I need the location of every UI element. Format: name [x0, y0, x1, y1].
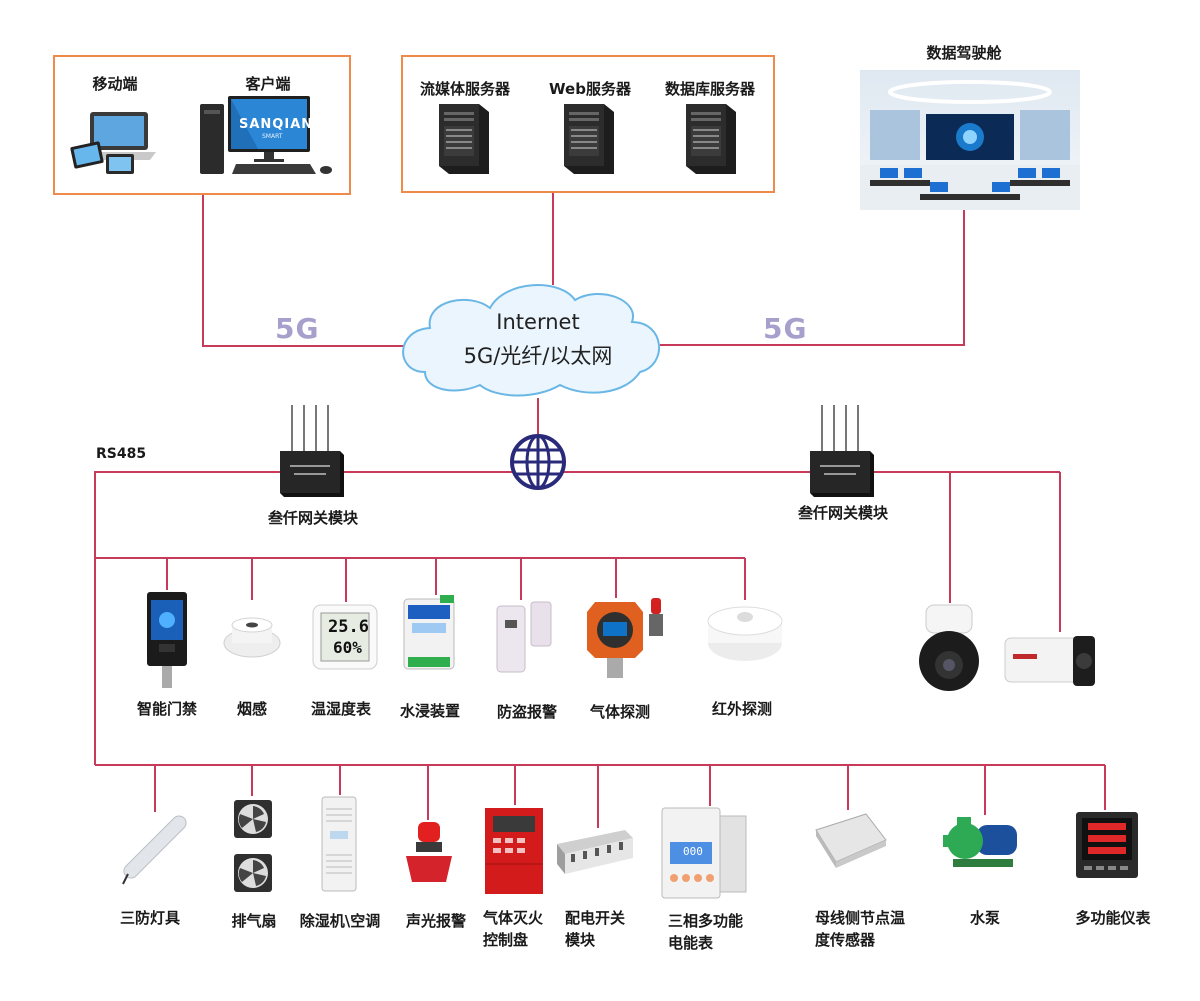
- infrared-detector-icon: [707, 606, 783, 661]
- gateway-left-label: 叁仟网关模块: [267, 509, 359, 527]
- actuator-label-lamp: 三防灯具: [119, 909, 181, 927]
- tri-proof-lamp-icon: [122, 815, 187, 885]
- cloud-line2: 5G/光纤/以太网: [463, 344, 613, 368]
- link-label-right: 5G: [763, 312, 808, 345]
- sensor-label-gas: 气体探测: [589, 703, 651, 721]
- meter-lcd-readout: 000: [683, 845, 703, 858]
- actuator-label-busbar: 母线侧节点温度传感器: [815, 909, 906, 949]
- burglar-alarm-icon: [496, 601, 552, 673]
- streaming-server-icon: [439, 104, 489, 174]
- sound-light-alarm-icon: [406, 822, 452, 882]
- cloud-line1: Internet: [496, 310, 580, 334]
- mobile-label: 移动端: [92, 75, 138, 93]
- access-control-icon: [147, 592, 187, 688]
- data-cockpit-image: [860, 70, 1080, 210]
- exhaust-fan-icon: [234, 800, 272, 892]
- sensor-label-smoke: 烟感: [236, 700, 268, 718]
- three-phase-meter-icon: [661, 807, 747, 899]
- wire-client-to-cloud: [202, 195, 420, 347]
- actuator-label-switch: 配电开关模块: [565, 909, 626, 949]
- sensor-label-water: 水浸装置: [399, 702, 461, 720]
- db-server-label: 数据库服务器: [664, 80, 756, 98]
- gas-extinguishing-panel-icon: [485, 808, 543, 894]
- desktop-client-icon: [200, 96, 332, 174]
- wire-rs485-bus: [94, 471, 1060, 765]
- multifunction-meter-icon: [1076, 812, 1138, 878]
- sensor-label-thermo: 温湿度表: [310, 700, 372, 718]
- cockpit-label: 数据驾驶舱: [926, 44, 1002, 62]
- web-server-label: Web服务器: [549, 80, 631, 98]
- client-label: 客户端: [245, 75, 291, 93]
- web-server-icon: [564, 104, 614, 174]
- monitor-brand-text: SANQIAN: [239, 117, 314, 132]
- actuator-label-ac: 除湿机\空调: [299, 912, 381, 930]
- bullet-camera-icon: [1004, 636, 1095, 686]
- sensor-label-burglar: 防盗报警: [496, 703, 558, 721]
- gateway-right-label: 叁仟网关模块: [797, 504, 889, 522]
- water-leak-sensor-icon: [403, 595, 455, 670]
- actuator-label-alarm: 声光报警: [405, 912, 467, 930]
- gas-detector-icon: [587, 598, 663, 678]
- actuator-label-multimeter: 多功能仪表: [1075, 909, 1151, 927]
- actuator-label-panel: 气体灭火控制盘: [483, 909, 544, 949]
- internet-globe-icon: [510, 434, 566, 490]
- monitor-sub-text: SMART: [262, 133, 283, 140]
- actuator-label-fan: 排气扇: [231, 912, 277, 930]
- sensor-label-access: 智能门禁: [136, 700, 198, 718]
- thermo-humidity-readout: 60%: [333, 638, 362, 657]
- thermo-hygrometer-icon: [312, 604, 378, 670]
- link-label-left: 5G: [275, 312, 320, 345]
- water-pump-icon: [943, 817, 1017, 867]
- distribution-switch-icon: [557, 830, 633, 874]
- thermo-temp-readout: 25.6: [328, 617, 369, 637]
- dome-camera-icon: [919, 604, 979, 691]
- rs485-label: RS485: [96, 446, 147, 462]
- actuator-label-meter: 三相多功能电能表: [668, 912, 744, 952]
- busbar-temp-sensor-icon: [815, 813, 887, 868]
- internet-cloud: [402, 284, 661, 397]
- gateway-right-icon: [810, 405, 874, 497]
- db-server-icon: [686, 104, 736, 174]
- smoke-detector-icon: [223, 617, 281, 658]
- actuator-label-pump: 水泵: [969, 909, 1001, 927]
- streaming-server-label: 流媒体服务器: [419, 80, 511, 98]
- wire-cockpit-to-cloud: [660, 210, 965, 346]
- sensor-label-infrared: 红外探测: [711, 700, 773, 718]
- mobile-devices-icon: [70, 112, 156, 174]
- gateway-left-icon: [280, 405, 344, 497]
- dehumidifier-ac-icon: [321, 796, 357, 892]
